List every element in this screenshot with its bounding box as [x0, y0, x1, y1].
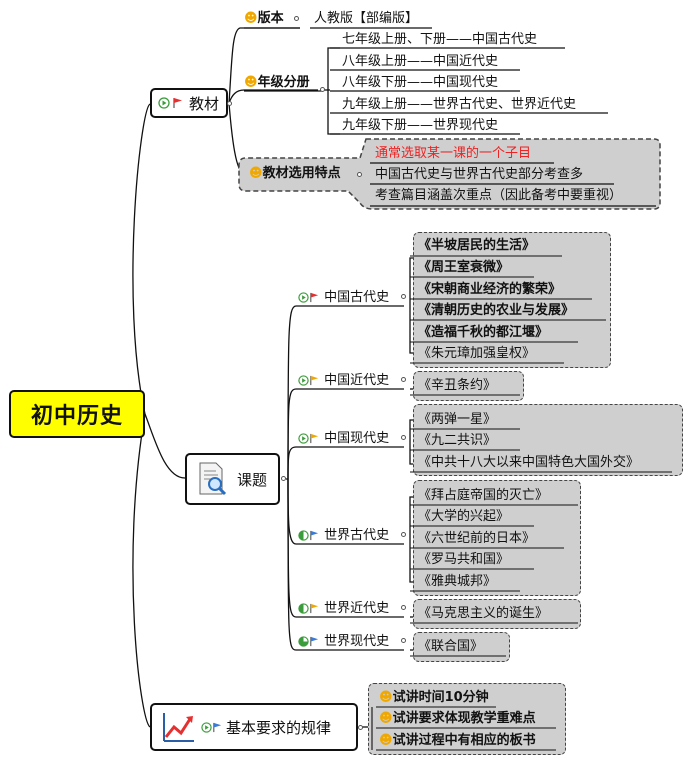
- volumes-label: 年级分册: [257, 75, 310, 90]
- root-node[interactable]: 初中历史: [9, 390, 145, 438]
- red-flag-icon: [173, 98, 182, 108]
- group-china-contemporary: [413, 404, 683, 476]
- topic-item: 《拜占庭帝国的灭亡》: [418, 488, 549, 503]
- branch-label: 中国现代史: [324, 431, 390, 446]
- rule-item: ☻试讲过程中有相应的板书: [379, 733, 536, 748]
- volume-item: 七年级上册、下册——中国古代史: [342, 32, 538, 47]
- group-rules: [368, 683, 566, 755]
- group-china-modern: [413, 371, 524, 401]
- branch-china-modern[interactable]: 中国近代史: [298, 372, 389, 390]
- topic-item: 《六世纪前的日本》: [418, 531, 536, 546]
- topic-item: 《半坡居民的生活》: [418, 238, 536, 253]
- blue-flag-icon: [213, 722, 222, 732]
- rules-label: 基本要求的规律: [226, 718, 332, 737]
- branch-label: 中国近代史: [324, 373, 390, 388]
- edition-label-row[interactable]: ☻版本: [244, 10, 284, 28]
- topic-item: 《罗马共和国》: [418, 552, 510, 567]
- branch-label: 世界近代史: [324, 601, 390, 616]
- smile-icon: ☻: [244, 11, 258, 26]
- start-icon: [201, 721, 212, 733]
- half-progress-icon: [298, 603, 309, 614]
- node-textbook[interactable]: 教材: [150, 88, 228, 118]
- branch-label: 中国古代史: [324, 290, 390, 305]
- feature-item: 考查篇目涵盖次重点（因此备考中要重视）: [375, 188, 623, 203]
- topic-underlines: [410, 255, 672, 657]
- volume-item: 八年级下册——中国现代史: [342, 75, 499, 90]
- rule-item: ☻试讲时间10分钟: [379, 690, 489, 705]
- topic-item: 《雅典城邦》: [418, 574, 497, 589]
- branch-label: 世界古代史: [324, 528, 390, 543]
- node-rules[interactable]: 基本要求的规律: [150, 703, 358, 751]
- branch-label: 世界现代史: [324, 634, 390, 649]
- topic-item: 《宋朝商业经济的繁荣》: [418, 282, 562, 297]
- features-label-row[interactable]: ☻教材选用特点: [249, 165, 341, 183]
- topic-item: 《朱元璋加强皇权》: [418, 346, 536, 361]
- volumes-label-row[interactable]: ☻年级分册: [244, 74, 310, 92]
- textbook-label: 教材: [189, 94, 220, 113]
- volume-item: 九年级上册——世界古代史、世界近代史: [342, 97, 577, 112]
- branch-china-ancient[interactable]: 中国古代史: [298, 289, 389, 307]
- half-progress-icon: [298, 530, 309, 541]
- group-world-ancient: [413, 480, 581, 596]
- features-group-shape: [238, 138, 661, 210]
- group-china-ancient: [413, 232, 611, 368]
- start-icon: [298, 292, 309, 303]
- topic-item: 《大学的兴起》: [418, 509, 510, 524]
- topic-item: 《两弹一星》: [418, 412, 497, 427]
- edition-label: 版本: [257, 11, 284, 26]
- orange-flag-icon: [310, 433, 319, 444]
- branch-world-contemporary[interactable]: 世界现代史: [298, 633, 389, 651]
- volume-item: 八年级上册——中国近代史: [342, 54, 499, 69]
- feature-item: 通常选取某一课的一个子目: [375, 146, 532, 161]
- edition-value: 人教版【部编版】: [314, 11, 419, 26]
- group-world-modern: [413, 599, 581, 629]
- start-icon: [298, 433, 309, 444]
- topic-item: 《造福千秋的都江堰》: [418, 325, 549, 340]
- start-icon: [298, 375, 309, 386]
- rule-underlines: [371, 706, 556, 751]
- branch-china-contemporary[interactable]: 中国现代史: [298, 430, 389, 448]
- topic-item: 《联合国》: [418, 639, 484, 654]
- feature-item: 中国古代史与世界古代史部分考查多: [375, 167, 584, 182]
- smile-icon: ☻: [379, 711, 393, 726]
- branch-world-modern[interactable]: 世界近代史: [298, 600, 389, 618]
- three-quarter-progress-icon: [298, 636, 309, 647]
- topic-item: 《辛丑条约》: [418, 378, 497, 393]
- volume-item: 九年级下册——世界现代史: [342, 118, 499, 133]
- blue-flag-icon: [310, 530, 319, 541]
- smile-icon: ☻: [379, 733, 393, 748]
- smile-icon: ☻: [244, 75, 258, 90]
- red-flag-icon: [310, 292, 319, 303]
- node-topics[interactable]: 课题: [185, 453, 280, 505]
- smile-icon: ☻: [379, 690, 393, 705]
- branch-world-ancient[interactable]: 世界古代史: [298, 527, 389, 545]
- document-search-icon: [199, 462, 227, 496]
- rule-item: ☻试讲要求体现教学重难点: [379, 711, 536, 726]
- smile-icon: ☻: [249, 166, 263, 181]
- topic-item: 《马克思主义的诞生》: [418, 606, 549, 621]
- topic-item: 《中共十八大以来中国特色大国外交》: [418, 455, 640, 470]
- topic-item: 《周王室衰微》: [418, 260, 510, 275]
- orange-flag-icon: [310, 603, 319, 614]
- orange-flag-icon: [310, 375, 319, 386]
- topic-item: 《九二共识》: [418, 433, 497, 448]
- group-world-contemporary: [413, 632, 510, 662]
- topics-label: 课题: [237, 470, 268, 489]
- chart-growth-icon: [163, 713, 194, 742]
- features-label: 教材选用特点: [262, 166, 341, 181]
- topic-item: 《清朝历史的农业与发展》: [418, 303, 575, 318]
- blue-flag-icon: [310, 636, 319, 647]
- feature-underlines: [370, 162, 656, 207]
- start-icon: [158, 97, 170, 109]
